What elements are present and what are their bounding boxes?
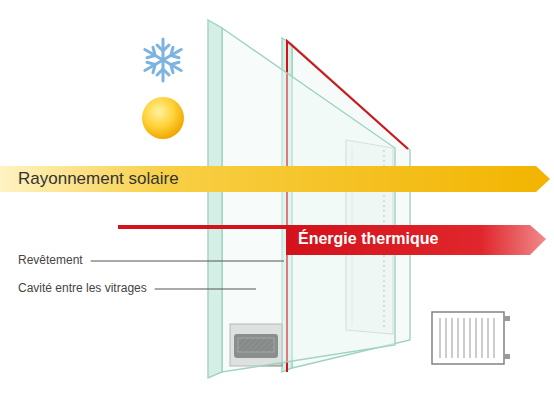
band-label: Rayonnement solaire <box>18 169 179 189</box>
cavity-label: Cavité entre les vitrages <box>18 281 147 295</box>
snowflake-icon <box>142 39 184 81</box>
glass-pane-outer <box>208 20 395 378</box>
radiator-icon <box>432 312 510 364</box>
thermal-band: Énergie thermique <box>118 222 546 256</box>
band-label: Énergie thermique <box>298 230 438 248</box>
sun-icon <box>142 97 184 139</box>
leader-line <box>91 261 284 262</box>
coating-label: Revêtement <box>18 253 83 267</box>
solar-band: Rayonnement solaire <box>0 164 550 194</box>
leader-line <box>155 289 256 290</box>
